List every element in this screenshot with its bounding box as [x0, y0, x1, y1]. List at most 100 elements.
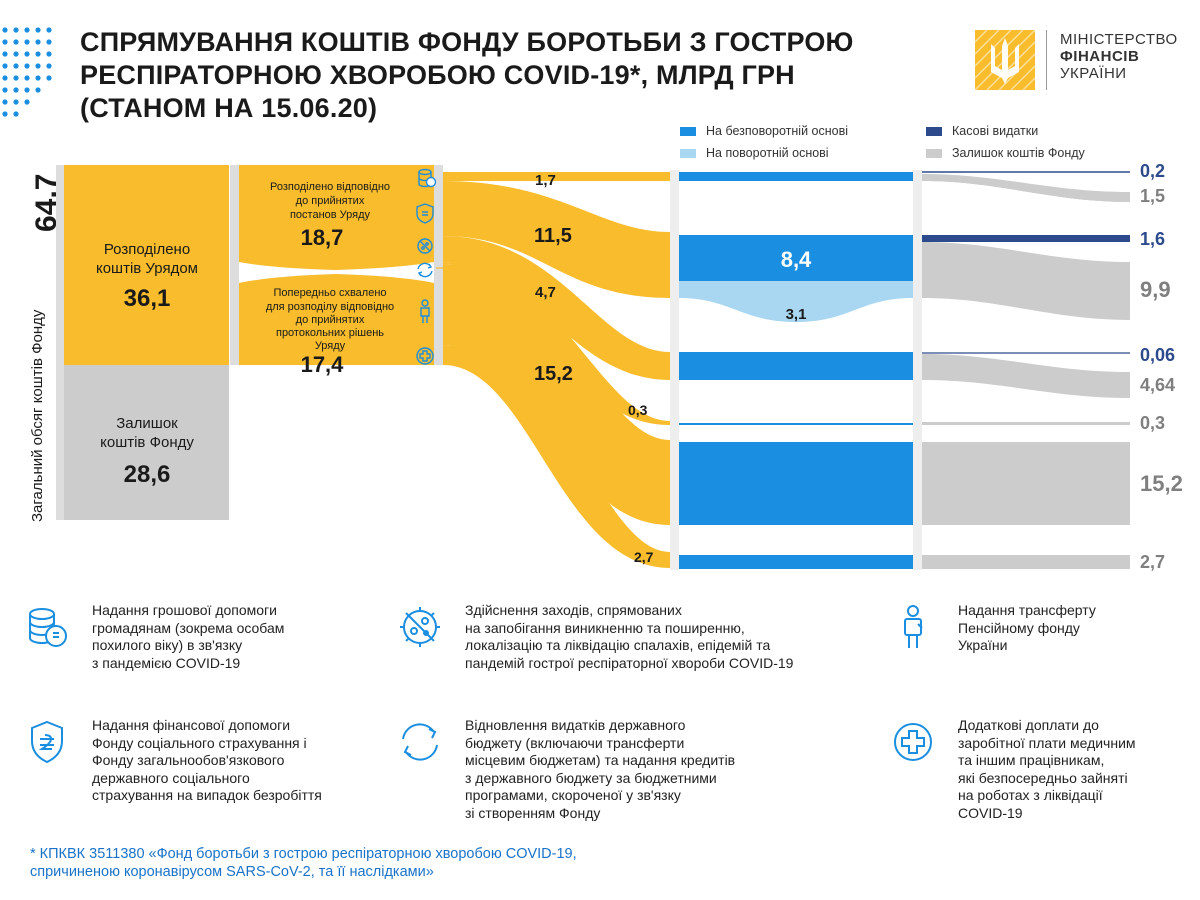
- allocated-label-2: коштів Урядом: [96, 260, 198, 277]
- nonrepayable-bar-1: [679, 172, 913, 181]
- legend-item-nonrepayable: На безповоротній основі: [680, 124, 848, 138]
- remainder-value-1: 1,5: [1140, 186, 1165, 206]
- nonrepayable-bar-3: [679, 352, 913, 380]
- description-line: Надання фінансової допомоги: [92, 717, 291, 733]
- medical-cross-icon: [416, 347, 434, 365]
- legend-swatch: [680, 148, 696, 158]
- legend-label: Залишок коштів Фонду: [952, 146, 1085, 160]
- legend-item-cash: Касові видатки: [926, 124, 1038, 138]
- coins-icon: [29, 608, 67, 647]
- remainder-value: 28,6: [124, 461, 171, 488]
- description-line: Фонду загальнообов'язкового: [92, 752, 285, 768]
- preapproved-desc-1: Попередньо схвалено: [273, 287, 386, 299]
- nonrepayable-bar-6: [679, 555, 913, 569]
- footnote-line-2: спричиненою коронавірусом SARS-CoV-2, та…: [30, 864, 434, 880]
- flow-1: [443, 172, 670, 181]
- description-line: з пандемією COVID-19: [92, 654, 241, 671]
- legend-label: На безповоротній основі: [706, 124, 849, 138]
- remainder-value-3: 4,64: [1140, 375, 1175, 395]
- repayable-value-2: 3,1: [786, 306, 807, 323]
- decisions-desc-3: постанов Уряду: [290, 209, 371, 221]
- description-line: бюджету (включаючи трансферти: [465, 734, 685, 751]
- flow-4-value: 0,3: [628, 402, 648, 418]
- legend-item-repayable: На поворотній основі: [680, 146, 829, 160]
- separator-1: [230, 165, 239, 365]
- sankey-diagram: 64,7 Загальний обсяг коштів Фонду Розпод…: [29, 161, 1183, 572]
- title-line-1: СПРЯМУВАННЯ КОШТІВ ФОНДУ БОРОТЬБИ З ГОСТ…: [80, 27, 854, 57]
- decisions-desc-2: до прийнятих: [296, 195, 365, 207]
- nonrepayable-bar-4: [679, 423, 913, 425]
- shield-icon: [416, 203, 434, 224]
- flow-6-value: 2,7: [634, 549, 654, 565]
- description-line: Здійснення заходів, спрямованих: [465, 602, 682, 618]
- decisions-box: [239, 165, 434, 270]
- footnote-line-1: * КПКВК 3511380 «Фонд боротьби з гострою…: [30, 846, 577, 862]
- description-line: Надання трансферту: [958, 602, 1096, 618]
- flow-3-value: 4,7: [535, 284, 556, 301]
- footnote: * КПКВК 3511380 «Фонд боротьби з гострою…: [30, 845, 577, 881]
- remainder-label-1: Залишок: [116, 415, 178, 432]
- flow-2: [443, 181, 670, 298]
- title-line-2: РЕСПІРАТОРНОЮ ХВОРОБОЮ COVID-19*, МЛРД Г…: [80, 60, 795, 90]
- flow-5-value: 15,2: [534, 363, 573, 385]
- description-line: Додаткові доплати до: [958, 717, 1099, 733]
- ministry-line-2: ФІНАНСІВ: [1060, 48, 1140, 65]
- person-icon: [420, 299, 430, 323]
- remainder-value-6: 2,7: [1140, 552, 1165, 572]
- remainder-value-4: 0,3: [1140, 413, 1165, 433]
- description-line: похилого віку) в зв'язку: [92, 637, 243, 653]
- description-line: громадянам (зокрема особам: [92, 619, 285, 636]
- description-line: Відновлення видатків державного: [465, 717, 686, 733]
- description-line: зі створенням Фонду: [465, 804, 601, 821]
- nonrepayable-bar-5: [679, 442, 913, 525]
- description-line: страхування на випадок безробіття: [92, 787, 322, 803]
- preapproved-desc-2: для розподілу відповідно: [266, 301, 394, 313]
- description-line: України: [958, 637, 1008, 653]
- preapproved-desc-4: протокольних рішень: [276, 327, 384, 339]
- remainder-value-2: 9,9: [1140, 277, 1171, 302]
- legend-label: Касові видатки: [952, 124, 1039, 138]
- description-shield: Надання фінансової допомоги Фонду соціал…: [22, 717, 382, 805]
- preapproved-desc-5: Уряду: [315, 340, 346, 352]
- description-line: пандемій гострої респіраторної хвороби C…: [465, 654, 794, 671]
- logo-divider: [1046, 30, 1047, 90]
- description-line: які безпосередньо зайняті: [958, 769, 1128, 786]
- preapproved-value: 17,4: [301, 352, 345, 377]
- description-coins: Надання грошової допомоги громадянам (зо…: [22, 602, 362, 672]
- legend: На безповоротній основі На поворотній ос…: [680, 124, 1200, 164]
- flow-2-value: 11,5: [534, 225, 572, 247]
- description-line: на запобігання виникненню та поширенню,: [465, 619, 745, 636]
- description-line: Надання грошової допомоги: [92, 602, 277, 618]
- preapproved-desc-3: до прийнятих: [296, 314, 365, 326]
- description-refresh: Відновлення видатків державного бюджету …: [395, 717, 855, 822]
- medical-cross-icon: [894, 723, 932, 761]
- nonrepayable-bar-2: [679, 235, 913, 281]
- description-person: Надання трансферту Пенсійному фонду Укра…: [888, 602, 1188, 655]
- total-label: Загальний обсяг коштів Фонду: [29, 309, 46, 522]
- cash-value-3: 0,06: [1140, 345, 1175, 365]
- remainder-bar-5: [922, 442, 1130, 525]
- refresh-icon: [417, 262, 433, 278]
- legend-swatch: [926, 148, 942, 158]
- flow-5: [443, 264, 670, 525]
- remainder-flow-2: [922, 242, 1130, 320]
- description-line: COVID-19: [958, 804, 1023, 821]
- separator-2: [434, 165, 443, 365]
- ministry-name: МІНІСТЕРСТВО ФІНАНСІВ УКРАЇНИ: [1060, 31, 1178, 82]
- allocated-label-1: Розподілено: [104, 241, 190, 258]
- description-medical: Додаткові доплати до заробітної плати ме…: [888, 717, 1188, 822]
- description-line: на роботах з ліквідації: [958, 787, 1103, 803]
- remainder-label-2: коштів Фонду: [100, 434, 194, 451]
- remainder-flow-3: [922, 354, 1130, 398]
- legend-label: На поворотній основі: [706, 146, 829, 160]
- preapproved-box: [239, 274, 434, 365]
- legend-swatch: [926, 126, 942, 136]
- description-line: місцевим бюджетам) та надання кредитів: [465, 752, 736, 768]
- remainder-bar-4: [922, 422, 1130, 425]
- legend-item-remainder: Залишок коштів Фонду: [926, 146, 1085, 160]
- description-line: та іншим працівникам,: [958, 752, 1105, 768]
- remainder-box: [64, 365, 229, 520]
- description-line: з державного бюджету за бюджетними: [465, 769, 717, 786]
- remainder-value-5: 15,2: [1140, 471, 1183, 496]
- title-line-3: (СТАНОМ НА 15.06.20): [80, 93, 378, 123]
